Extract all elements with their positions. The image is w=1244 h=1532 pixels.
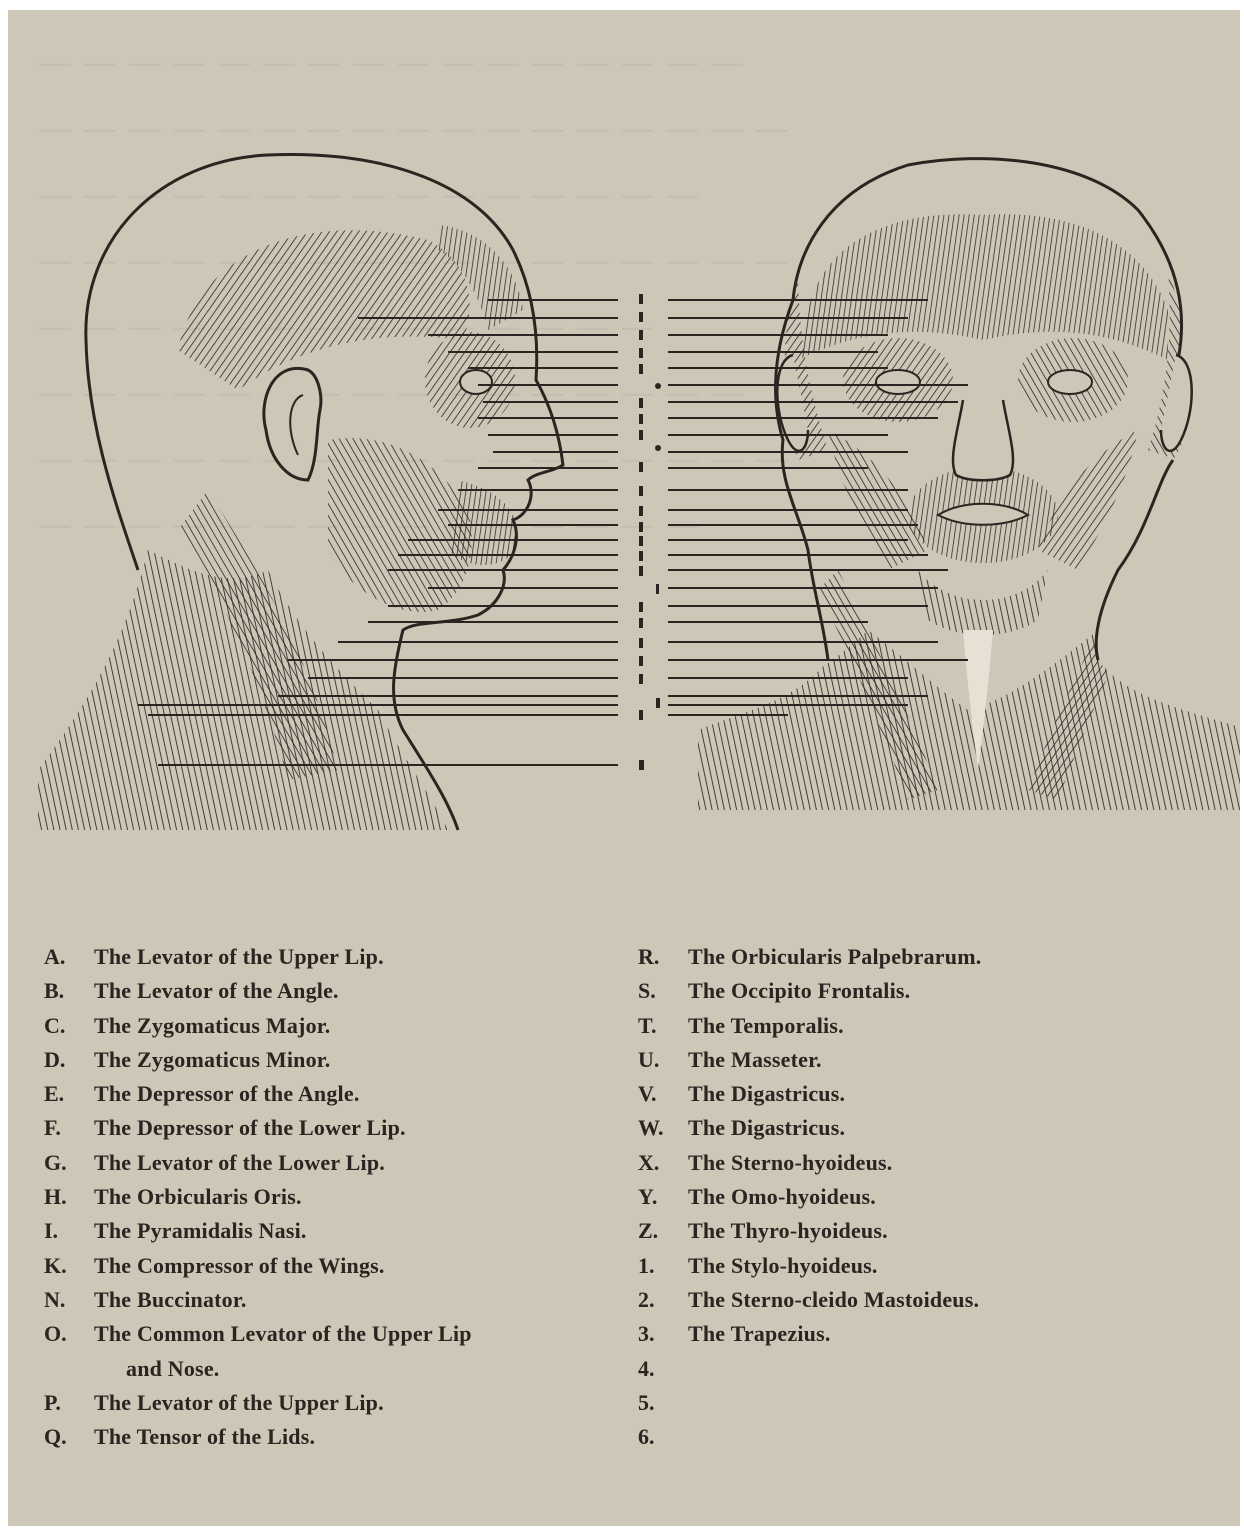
legend-key: Y.: [638, 1180, 686, 1214]
legend-key: E.: [44, 1077, 92, 1111]
legend-item: U.The Masseter.: [638, 1043, 1198, 1077]
legend-key: 2.: [638, 1283, 686, 1317]
legend-item: E.The Depressor of the Angle.: [44, 1077, 624, 1111]
legend-key: 6.: [638, 1420, 686, 1454]
legend-item: C.The Zygomaticus Major.: [44, 1009, 624, 1043]
legend-label: The Zygomaticus Major.: [94, 1009, 330, 1043]
legend-key: O.: [44, 1317, 92, 1351]
legend-label: The Digastricus.: [688, 1077, 845, 1111]
legend-key: P.: [44, 1386, 92, 1420]
legend-label: The Levator of the Upper Lip.: [94, 940, 384, 974]
legend-label: The Pyramidalis Nasi.: [94, 1214, 307, 1248]
legend-item: 4.: [638, 1352, 1198, 1386]
legend-label: The Depressor of the Angle.: [94, 1077, 360, 1111]
legend-key: H.: [44, 1180, 92, 1214]
legend-item: T.The Temporalis.: [638, 1009, 1198, 1043]
legend-label: The Sterno-hyoideus.: [688, 1146, 892, 1180]
legend-item: G.The Levator of the Lower Lip.: [44, 1146, 624, 1180]
legend-item: B.The Levator of the Angle.: [44, 974, 624, 1008]
legend-key: T.: [638, 1009, 686, 1043]
legend-item: S.The Occipito Frontalis.: [638, 974, 1198, 1008]
legend-label: The Levator of the Lower Lip.: [94, 1146, 385, 1180]
legend-item: Q.The Tensor of the Lids.: [44, 1420, 624, 1454]
legend-key: 4.: [638, 1352, 686, 1386]
legend-item: O.The Common Levator of the Upper Lip: [44, 1317, 624, 1351]
legend-item: F.The Depressor of the Lower Lip.: [44, 1111, 624, 1145]
legend-label: The Depressor of the Lower Lip.: [94, 1111, 406, 1145]
legend-label: The Sterno-cleido Mastoideus.: [688, 1283, 979, 1317]
legend-item: 1.The Stylo-hyoideus.: [638, 1249, 1198, 1283]
legend-item: 2.The Sterno-cleido Mastoideus.: [638, 1283, 1198, 1317]
legend-item: H.The Orbicularis Oris.: [44, 1180, 624, 1214]
legend-label: The Omo-hyoideus.: [688, 1180, 876, 1214]
legend-label: The Masseter.: [688, 1043, 822, 1077]
legend-key: R.: [638, 940, 686, 974]
legend-key: A.: [44, 940, 92, 974]
profile-head-figure: [38, 225, 523, 830]
legend-item: N.The Buccinator.: [44, 1283, 624, 1317]
legend-label: The Orbicularis Oris.: [94, 1180, 302, 1214]
legend-label: The Buccinator.: [94, 1283, 247, 1317]
legend-key: B.: [44, 974, 92, 1008]
legend-key: Q.: [44, 1420, 92, 1454]
legend-label: The Levator of the Angle.: [94, 974, 339, 1008]
legend-item-continuation: and Nose.: [44, 1352, 624, 1386]
legend-label: The Occipito Frontalis.: [688, 974, 910, 1008]
legend-item: V.The Digastricus.: [638, 1077, 1198, 1111]
legend-label: The Levator of the Upper Lip.: [94, 1386, 384, 1420]
legend-label: The Tensor of the Lids.: [94, 1420, 315, 1454]
legend-key: X.: [638, 1146, 686, 1180]
legend-right-column: R.The Orbicularis Palpebrarum. S.The Occ…: [638, 940, 1198, 1454]
legend-key: U.: [638, 1043, 686, 1077]
ear: [264, 368, 321, 480]
legend-key: V.: [638, 1077, 686, 1111]
legend-label: The Digastricus.: [688, 1111, 845, 1145]
legend-item: Y.The Omo-hyoideus.: [638, 1180, 1198, 1214]
legend-key: D.: [44, 1043, 92, 1077]
legend-item: A.The Levator of the Upper Lip.: [44, 940, 624, 974]
legend-item: D.The Zygomaticus Minor.: [44, 1043, 624, 1077]
legend-label: The Temporalis.: [688, 1009, 844, 1043]
legend-key: 1.: [638, 1249, 686, 1283]
legend-item: I.The Pyramidalis Nasi.: [44, 1214, 624, 1248]
legend-label: The Thyro-hyoideus.: [688, 1214, 888, 1248]
legend-item: K.The Compressor of the Wings.: [44, 1249, 624, 1283]
legend-key: N.: [44, 1283, 92, 1317]
legend-key: S.: [638, 974, 686, 1008]
legend-key: Z.: [638, 1214, 686, 1248]
legend-item: 6.: [638, 1420, 1198, 1454]
legend-key: 5.: [638, 1386, 686, 1420]
gutter-key-marks: [639, 294, 661, 770]
legend-label: The Trapezius.: [688, 1317, 831, 1351]
book-page: — — — — — — — — — — — — — — — — — — — — …: [8, 10, 1240, 1526]
legend-item: 3.The Trapezius.: [638, 1317, 1198, 1351]
legend-label: The Compressor of the Wings.: [94, 1249, 385, 1283]
legend-label: The Orbicularis Palpebrarum.: [688, 940, 981, 974]
legend-key: C.: [44, 1009, 92, 1043]
legend-item: R.The Orbicularis Palpebrarum.: [638, 940, 1198, 974]
legend-key: W.: [638, 1111, 686, 1145]
legend-item: P.The Levator of the Upper Lip.: [44, 1386, 624, 1420]
legend-key: 3.: [638, 1317, 686, 1351]
legend-item: W.The Digastricus.: [638, 1111, 1198, 1145]
legend-item: X.The Sterno-hyoideus.: [638, 1146, 1198, 1180]
anatomy-illustration: [8, 10, 1240, 910]
legend-label: The Common Levator of the Upper Lip: [94, 1317, 472, 1351]
legend-key: F.: [44, 1111, 92, 1145]
legend-label: The Stylo-hyoideus.: [688, 1249, 878, 1283]
legend-item: Z.The Thyro-hyoideus.: [638, 1214, 1198, 1248]
legend-left-column: A.The Levator of the Upper Lip. B.The Le…: [44, 940, 624, 1454]
legend-key: K.: [44, 1249, 92, 1283]
legend-label: and Nose.: [126, 1352, 220, 1386]
legend-item: 5.: [638, 1386, 1198, 1420]
nose: [953, 400, 1013, 480]
legend-key: G.: [44, 1146, 92, 1180]
legend-label: The Zygomaticus Minor.: [94, 1043, 330, 1077]
legend-key: I.: [44, 1214, 92, 1248]
